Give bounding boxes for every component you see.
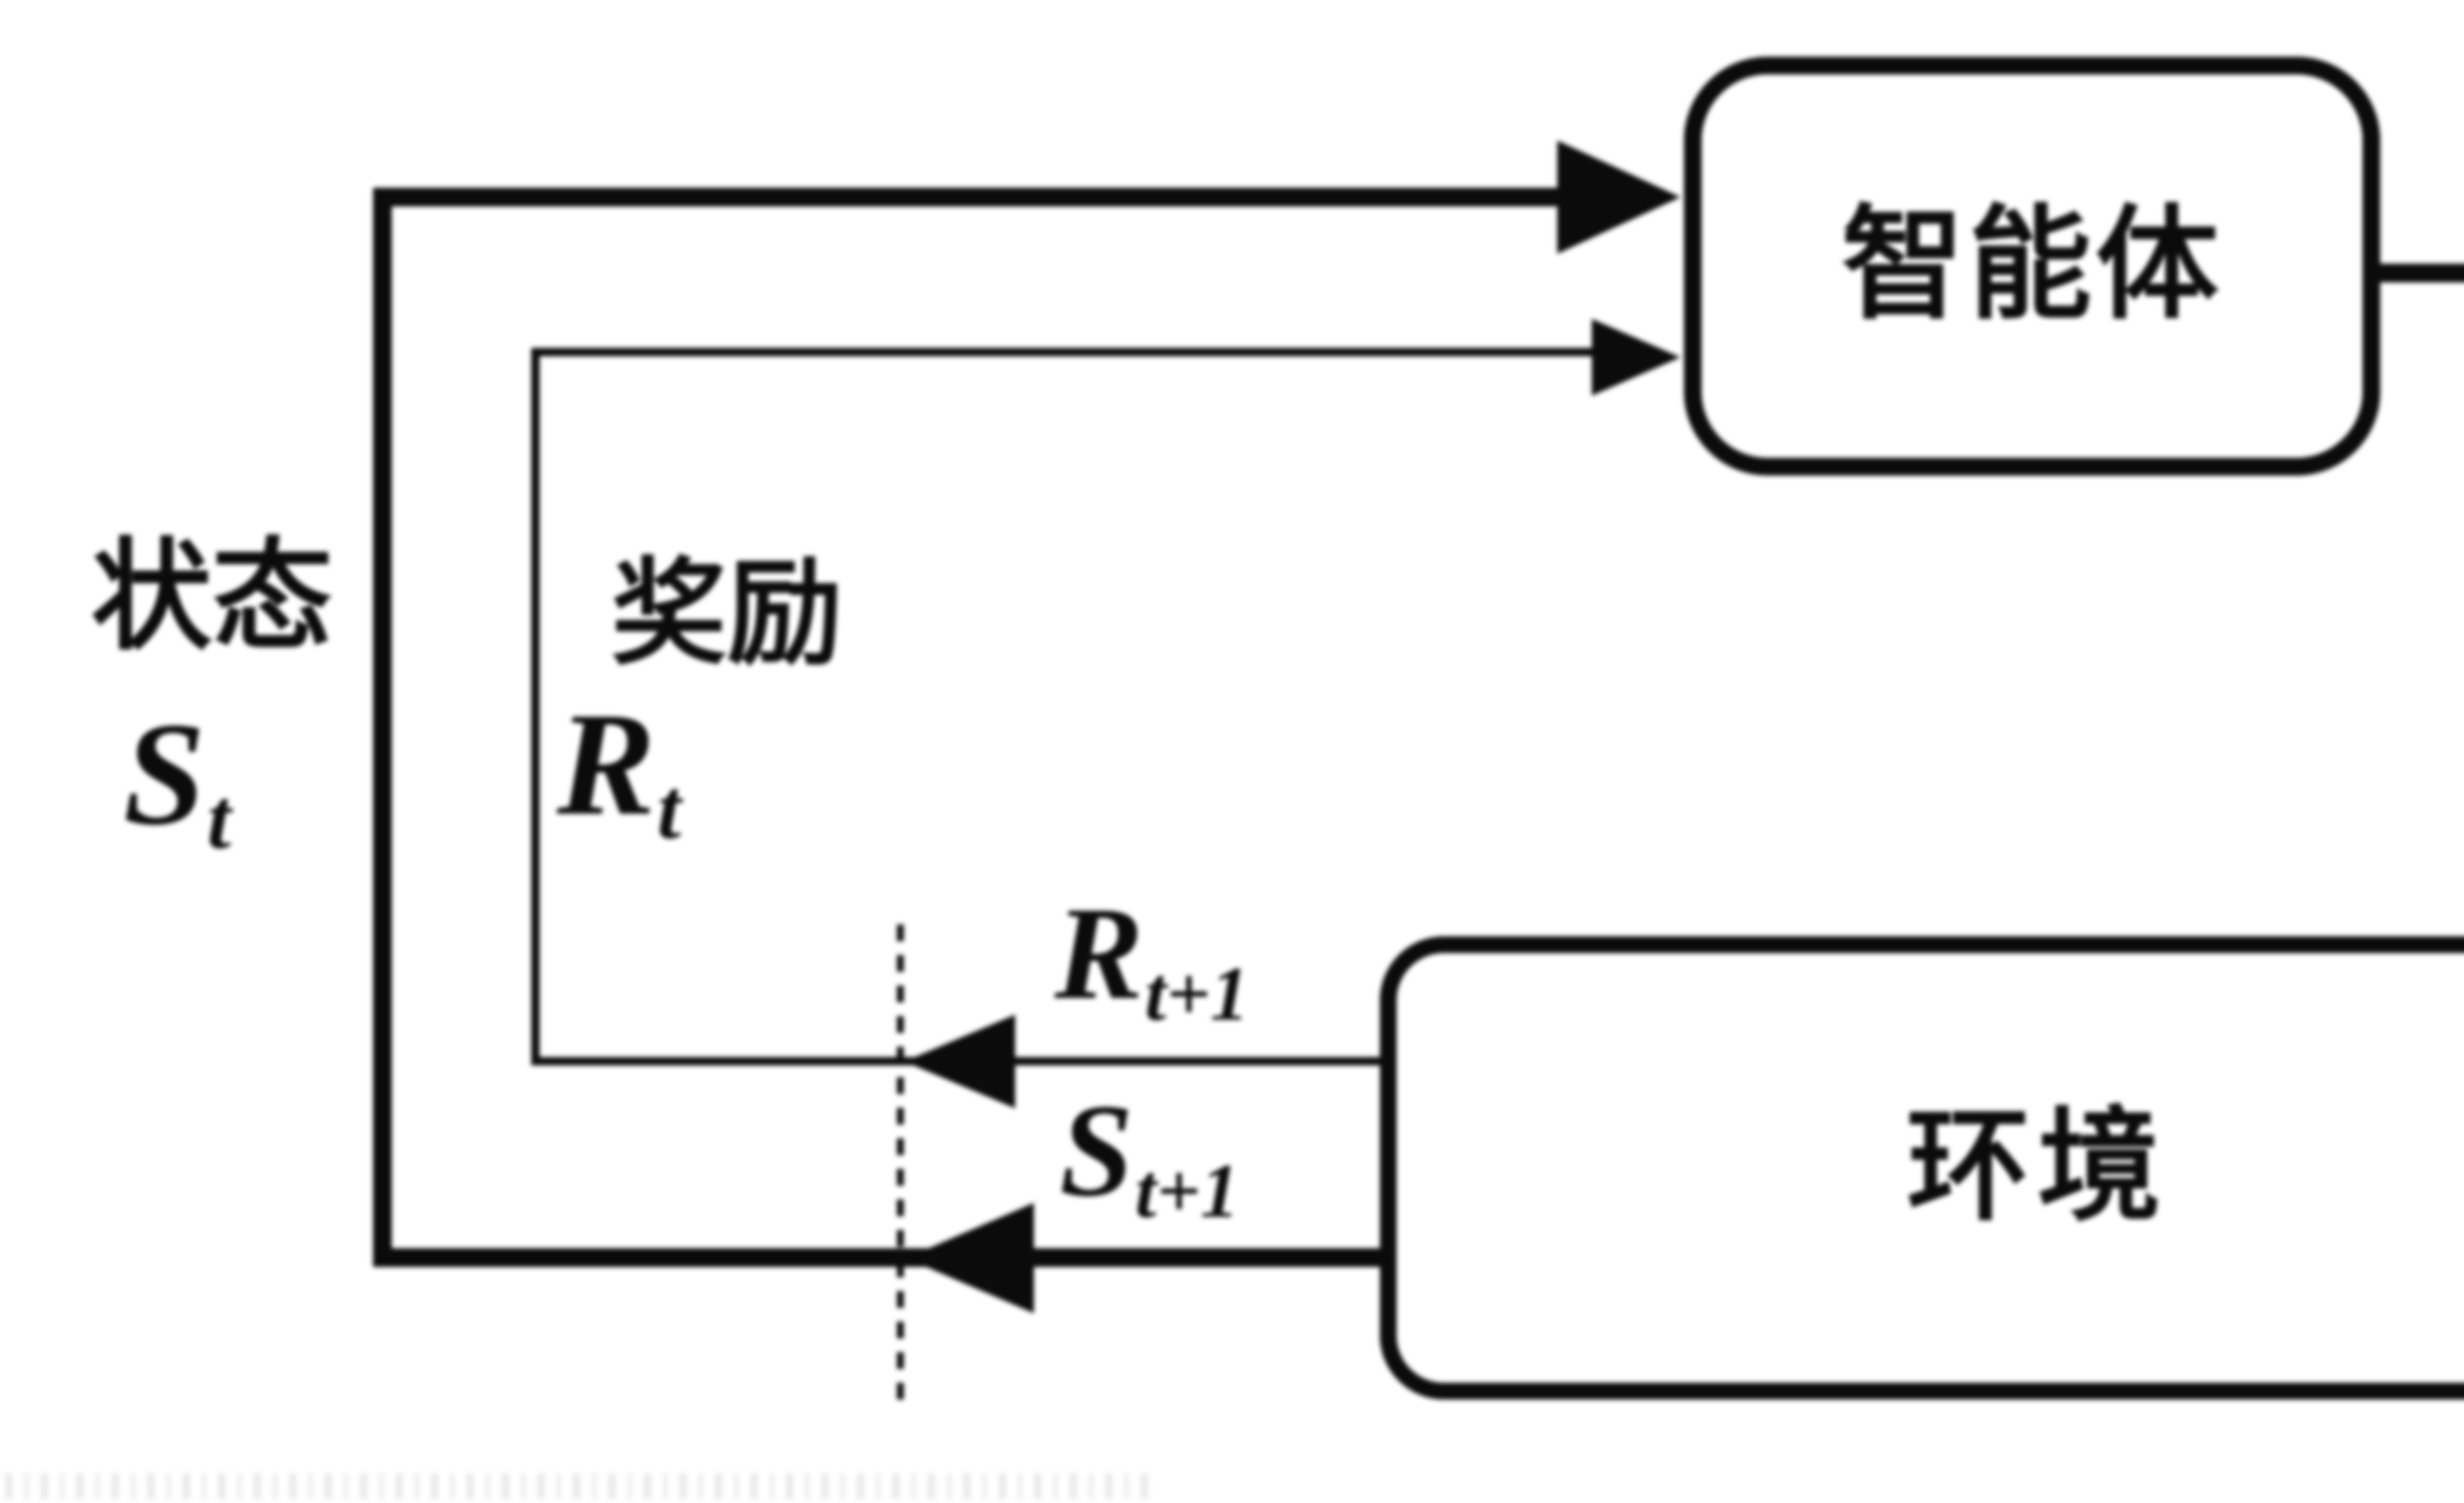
agent-node-label: 智能体: [1841, 198, 2223, 334]
reward-loop-top-line: [531, 348, 1596, 356]
action-line-top: [2375, 264, 2464, 282]
environment-node: 环境: [1380, 936, 2464, 1400]
state-into-agent-arrowhead: [1557, 140, 1680, 254]
reward-symbol-letter: R: [557, 682, 656, 846]
next-state-symbol: St+1: [1060, 1084, 1239, 1230]
state-loop-top-line: [373, 188, 1585, 206]
next-reward-symbol-subscript: t+1: [1145, 950, 1249, 1036]
agent-node: 智能体: [1684, 57, 2380, 476]
reward-symbol: Rt: [557, 690, 681, 852]
reward-label: 奖励: [611, 550, 843, 679]
next-state-arrowhead: [906, 1203, 1034, 1313]
next-reward-arrowhead: [904, 1015, 1015, 1108]
next-reward-symbol-letter: R: [1055, 880, 1144, 1027]
state-label: 状态: [91, 531, 333, 664]
state-symbol: St: [123, 700, 231, 862]
reward-loop-left-line: [531, 348, 540, 1065]
next-state-symbol-subscript: t+1: [1135, 1147, 1239, 1233]
next-reward-symbol: Rt+1: [1055, 887, 1249, 1032]
next-state-symbol-letter: S: [1060, 1077, 1134, 1224]
environment-node-label: 环境: [1907, 1099, 2169, 1236]
reward-into-agent-arrowhead: [1592, 319, 1680, 396]
state-symbol-subscript: t: [207, 771, 231, 866]
state-loop-left-line: [373, 188, 392, 1267]
reward-symbol-subscript: t: [657, 761, 681, 856]
state-symbol-letter: S: [123, 692, 205, 855]
time-step-dashed-line: [897, 924, 904, 1405]
cropped-caption-top-edge: [5, 1473, 1153, 1499]
state-feedback-line: [373, 1248, 1381, 1267]
